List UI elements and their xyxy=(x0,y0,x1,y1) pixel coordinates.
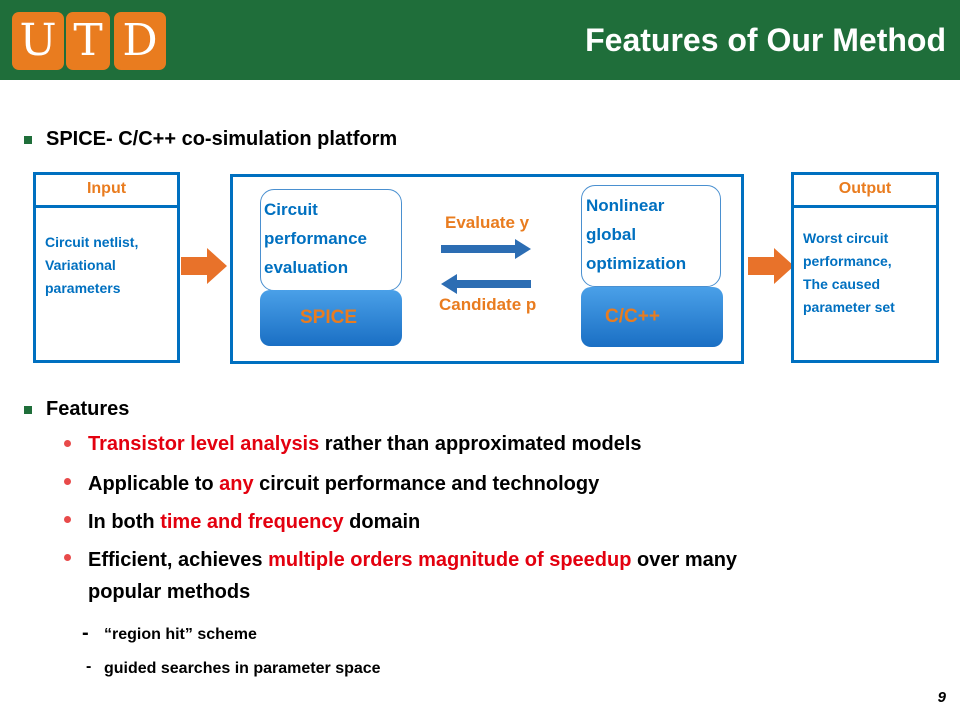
output-box: Output Worst circuit performance, The ca… xyxy=(791,172,939,363)
opt-line: global xyxy=(586,225,637,244)
eval-line: Circuit xyxy=(264,200,318,219)
input-line: Variational xyxy=(45,257,116,273)
eval-line: evaluation xyxy=(264,258,349,277)
circuit-evaluation-box xyxy=(260,189,402,291)
header-bar: U T D Features of Our Method xyxy=(0,0,960,80)
feature-item-continued: popular methods xyxy=(88,581,251,603)
feature-highlight: Transistor level analysis xyxy=(88,433,320,455)
feature-item: Applicable to any circuit performance an… xyxy=(88,473,599,496)
circuit-evaluation-text: Circuit performance evaluation xyxy=(264,195,367,282)
candidate-label: Candidate p xyxy=(439,295,537,314)
feature-rest: circuit performance and technology xyxy=(253,473,600,495)
output-line: parameter set xyxy=(803,299,895,315)
output-line: Worst circuit xyxy=(803,230,889,246)
dot-bullet-icon xyxy=(64,478,71,485)
input-line: Circuit netlist, xyxy=(45,234,139,250)
feature-highlight: any xyxy=(219,473,254,495)
left-arrow-icon xyxy=(441,274,531,294)
output-box-header: Output xyxy=(794,175,936,208)
feature-item: In both time and frequency domain xyxy=(88,511,420,534)
input-box-text: Circuit netlist, Variational parameters xyxy=(45,231,138,300)
output-line: performance, xyxy=(803,253,892,269)
feature-pre: Efficient, achieves xyxy=(88,549,269,571)
dot-bullet-icon xyxy=(64,440,71,447)
output-box-text: Worst circuit performance, The caused pa… xyxy=(803,227,895,319)
logo-letter-d: D xyxy=(114,12,166,70)
feature-rest: over many xyxy=(631,549,738,571)
feature-pre: Applicable to xyxy=(88,473,220,495)
page-number: 9 xyxy=(937,689,946,706)
feature-pre: In both xyxy=(88,511,161,533)
logo-letter-u: U xyxy=(12,12,64,70)
optimization-text: Nonlinear global optimization xyxy=(586,191,686,278)
feature-highlight: multiple orders magnitude of speedup xyxy=(268,549,632,571)
input-box: Input Circuit netlist, Variational param… xyxy=(33,172,180,363)
dash-bullet: - xyxy=(82,622,89,644)
sub-item: “region hit” scheme xyxy=(104,626,257,643)
feature-rest: domain xyxy=(343,511,421,533)
cpp-button[interactable]: C/C++ xyxy=(581,287,723,347)
feature-item: Transistor level analysis rather than ap… xyxy=(88,433,642,456)
feature-item: Efficient, achieves multiple orders magn… xyxy=(88,549,737,572)
opt-line: optimization xyxy=(586,254,687,273)
sub-item: guided searches in parameter space xyxy=(104,660,381,677)
dash-bullet: - xyxy=(86,658,92,675)
eval-line: performance xyxy=(264,229,367,248)
right-arrow-icon xyxy=(441,239,531,259)
input-box-header: Input xyxy=(36,175,177,208)
right-arrow-icon xyxy=(748,248,794,284)
section-heading-platform: SPICE- C/C++ co-simulation platform xyxy=(46,128,398,150)
right-arrow-icon xyxy=(181,248,227,284)
co-simulation-box: Circuit performance evaluation SPICE Non… xyxy=(230,174,744,364)
input-line: parameters xyxy=(45,280,121,296)
optimization-box xyxy=(581,185,721,287)
dot-bullet-icon xyxy=(64,516,71,523)
slide-title: Features of Our Method xyxy=(585,22,946,58)
square-bullet-icon xyxy=(24,406,32,414)
feature-highlight: time and frequency xyxy=(160,511,344,533)
spice-button[interactable]: SPICE xyxy=(260,290,402,346)
output-line: The caused xyxy=(803,276,881,292)
section-heading-features: Features xyxy=(46,398,130,420)
evaluate-label: Evaluate y xyxy=(445,213,530,232)
logo-letter-t: T xyxy=(66,12,110,70)
feature-rest: rather than approximated models xyxy=(319,433,642,455)
dot-bullet-icon xyxy=(64,554,71,561)
opt-line: Nonlinear xyxy=(586,196,665,215)
square-bullet-icon xyxy=(24,136,32,144)
